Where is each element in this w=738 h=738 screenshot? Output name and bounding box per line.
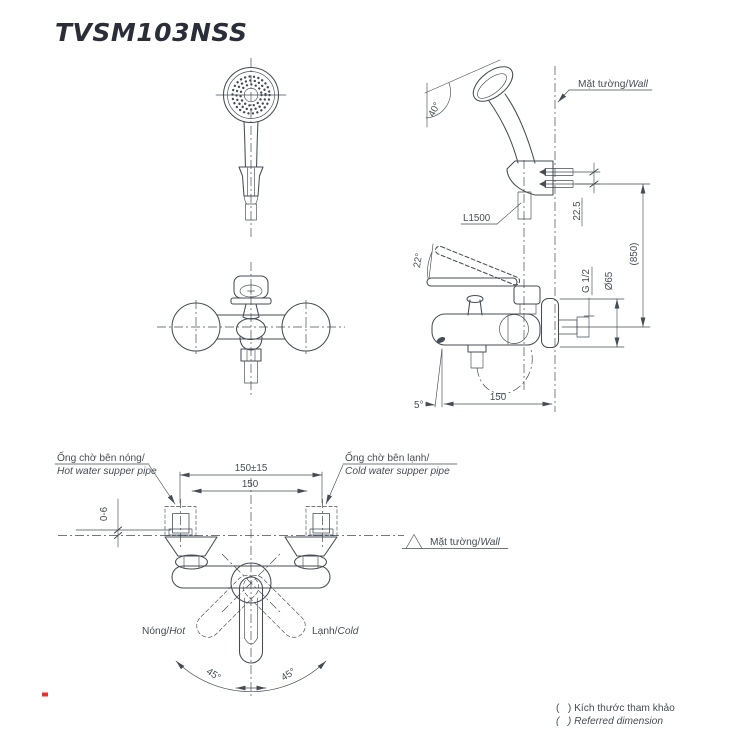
hose-length-group: L1500 [460,202,522,225]
right-dimensions: 22.5 (850) G 1/2 Ø65 [559,162,651,348]
installation-top-view: Mặt tường/Wall 150±15 150 [54,450,509,697]
dim-thread-size: G 1/2 [581,269,592,293]
dim-flange-diameter: Ø65 [604,271,615,290]
dim-lever-angle: 22° [412,252,425,269]
dim-swing-left: 45° [204,666,222,683]
shower-hose [245,203,257,221]
hose-front [244,360,258,384]
hot-supply-pipe [164,499,197,549]
cold-label: Lạnh/Cold [312,626,359,637]
wall-flange-side [540,297,560,349]
reference-note: ( ) Kích thước tham khảo ( ) Referred di… [556,703,675,727]
dim-head-angle: 40° [426,101,443,119]
hot-union [164,536,218,570]
red-mark [42,692,48,697]
spray-holes-ring [239,83,263,107]
hose-loop [476,346,533,395]
dim-pipe-span-group: 150±15 150 [179,463,323,504]
hot-pipe-label-en: Hot water supper pipe [57,466,157,477]
spray-holes-ring [231,75,271,115]
check-valve [467,344,487,353]
dim-spout-angle: 5° [414,400,423,411]
shower-hose-side [517,191,532,220]
dim-pipe-span-tol: 150±15 [235,463,268,474]
dim-screw-gap: 22.5 [572,201,583,221]
mixer-front-view [157,262,345,398]
hose-length-label: L1500 [463,213,491,224]
handle-cold-position [243,575,306,638]
spout-outlet [436,337,446,343]
cold-pipe-label-group: Ống chờ bên lạnh/ Cold water supper pipe [325,450,458,505]
hose-side [470,351,484,369]
dim-install-height: (850) [629,243,640,266]
diverter-body [235,317,267,341]
cold-union [284,536,338,570]
wall-label-top-group: Mặt tường/Wall [557,79,653,103]
lever-solid [426,277,518,287]
diverter-knob-side [467,299,483,316]
cold-supply-pipe [305,499,338,549]
dim-protrusion-group: 0-6 [75,498,172,548]
wall-datum-symbol [405,534,423,549]
hot-pipe-label-vi: Ống chờ bên nóng/ [57,450,145,464]
shower-head-side [472,66,514,102]
shower-head-rim [222,66,280,124]
note-en: ( ) Referred dimension [556,716,663,727]
hot-label: Nóng/Hot [142,626,186,637]
product-code: TVSM103NSS [55,18,248,47]
cartridge-cap [513,285,541,305]
shower-handle [243,120,247,168]
dim-swing-group: 45° 45° [175,660,327,693]
cold-pipe-label-vi: Ống chờ bên lạnh/ [345,450,429,464]
wall-label-top: Mặt tường/Wall [578,79,649,90]
wall-flange-right [281,302,331,352]
dim-spout-reach-group: 5° 150 [414,348,553,411]
wall-flange-left [171,302,221,352]
dim-head-angle-group: 40° [424,59,501,128]
dim-protrusion: 0-6 [99,506,110,521]
mixer-side-view: 22° 5° 150 [412,243,590,411]
dim-lever-angle-group: 22° [412,243,434,280]
handle-screw [247,287,255,295]
hot-pipe-label-group: Ống chờ bên nóng/ Hot water supper pipe [54,450,176,505]
handshower-front-view [215,58,287,238]
cold-pipe-label-en: Cold water supper pipe [345,466,450,477]
handshower-side-view: 40° L1500 Mặt tường/Wall [424,59,653,412]
wall-label-bottom: Mặt tường/Wall [430,537,501,548]
spout-front [239,336,263,351]
mixer-body-top [171,565,331,589]
mounting-screw [539,168,601,176]
wall-bracket [506,160,554,196]
note-vi: ( ) Kích thước tham khảo [556,703,675,714]
handle-dome [230,562,272,604]
dim-swing-right: 45° [279,666,297,683]
handle-hot-position [196,575,259,638]
dim-pipe-span: 150 [242,479,259,490]
spray-holes-ring [235,79,267,111]
shower-head-hub [243,87,259,103]
shower-handle-side [504,93,536,164]
lever-raised-dashed [434,245,521,286]
dim-spout-reach: 150 [490,392,507,403]
